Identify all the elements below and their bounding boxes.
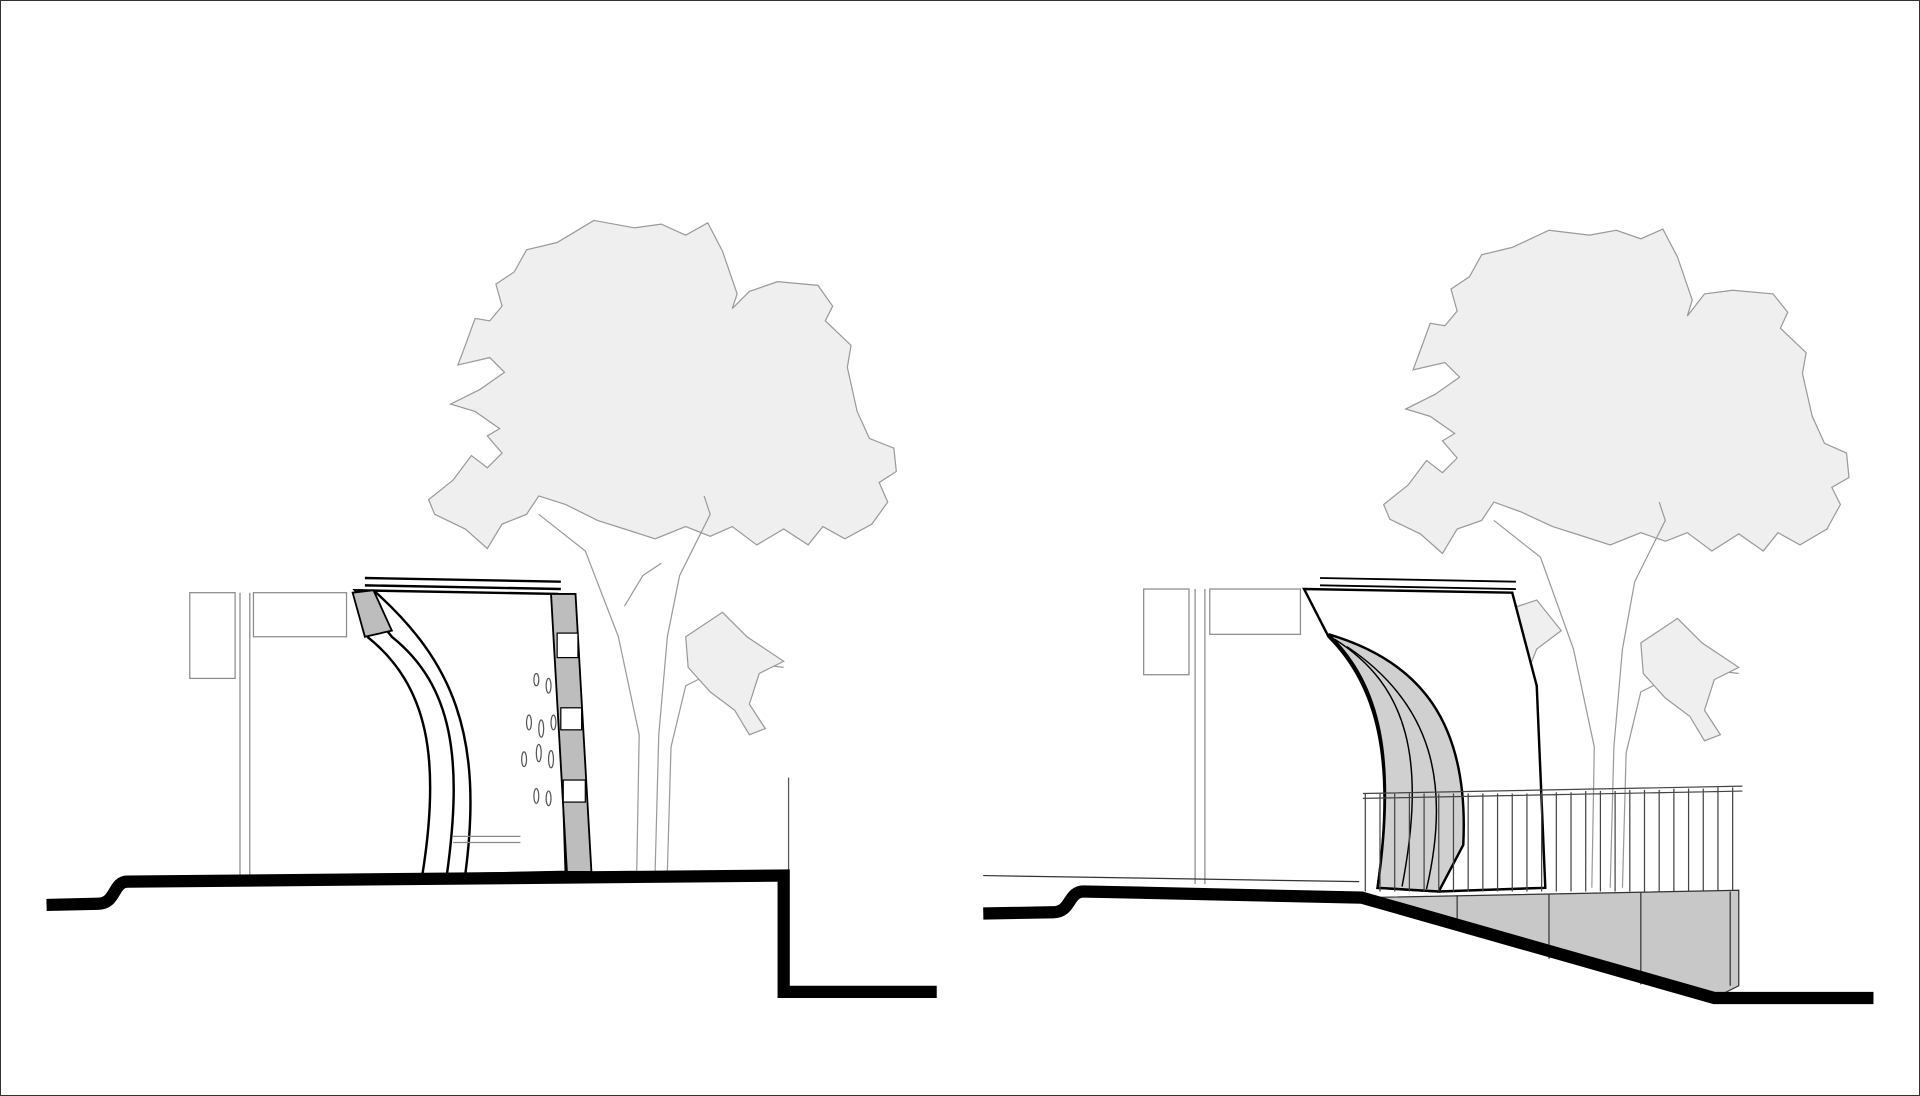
shelter-roof [364, 576, 561, 591]
section-right [983, 228, 1874, 1005]
section-left [46, 219, 937, 998]
tree-trunk-left [538, 495, 784, 872]
fence [1362, 785, 1743, 892]
ground-line-left [46, 869, 937, 998]
sign-panel [189, 592, 236, 680]
sign-panel [1143, 588, 1190, 676]
tree-canopy-left [427, 219, 897, 550]
shelter-front-panel [351, 589, 394, 638]
shelter-wall-inner [366, 589, 472, 875]
shelter-roof [1319, 577, 1516, 590]
shelter-mesh-canopy [1327, 633, 1466, 893]
shelter-curved-wall [352, 588, 567, 876]
sign-posts [239, 592, 251, 876]
wall-perforations [521, 672, 557, 807]
sign-board [1209, 588, 1302, 635]
ground-line-right [983, 885, 1874, 1005]
sign-posts [1194, 589, 1206, 885]
tree-branch-left [685, 611, 785, 736]
ground-reference [983, 874, 1360, 883]
wall-joints [1456, 891, 1731, 986]
sign-board [252, 592, 348, 638]
bench [453, 835, 521, 844]
tree-canopy-right [1382, 228, 1850, 555]
column-windows [556, 632, 586, 803]
retaining-wall [1365, 889, 1740, 999]
